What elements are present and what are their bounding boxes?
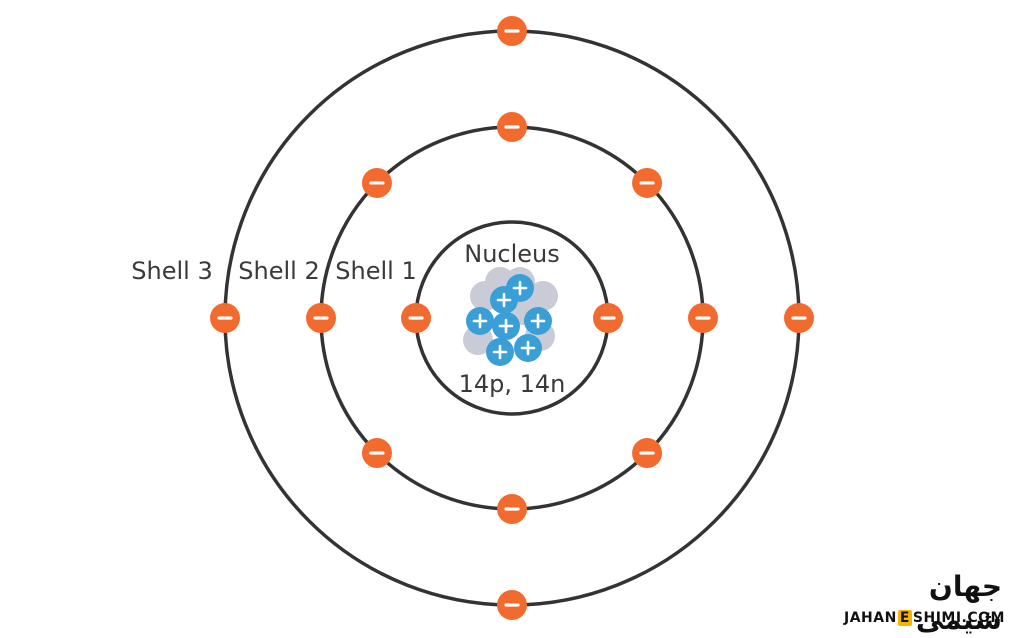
proton [492, 312, 520, 340]
logo-persian-text: جهان شیمی [915, 570, 1002, 636]
electron [497, 494, 527, 524]
electron [632, 438, 663, 469]
electron [632, 167, 663, 198]
electron [306, 303, 336, 333]
nucleus-label: Nucleus [464, 240, 560, 268]
proton [486, 338, 514, 366]
electron [361, 438, 392, 469]
electron [688, 303, 718, 333]
electron [401, 303, 431, 333]
electron [784, 303, 814, 333]
proton [514, 334, 542, 362]
proton [466, 307, 494, 335]
proton [524, 307, 552, 335]
shell-3-label: Shell 3 [131, 257, 212, 285]
electron [497, 590, 527, 620]
nucleus-composition-label: 14p, 14n [459, 370, 566, 398]
logo-latin-suffix: SHIMI.COM [912, 610, 1005, 626]
electron [593, 303, 623, 333]
logo-latin-prefix: JAHAN [844, 610, 897, 626]
electron [361, 167, 392, 198]
shell-1-label: Shell 1 [335, 257, 416, 285]
electrons [210, 16, 814, 620]
nucleus [463, 267, 558, 366]
electron [210, 303, 240, 333]
proton [506, 274, 534, 302]
shell-2-label: Shell 2 [238, 257, 319, 285]
electron [497, 16, 527, 46]
electron [497, 112, 527, 142]
logo-latin-highlight: E [897, 610, 912, 626]
